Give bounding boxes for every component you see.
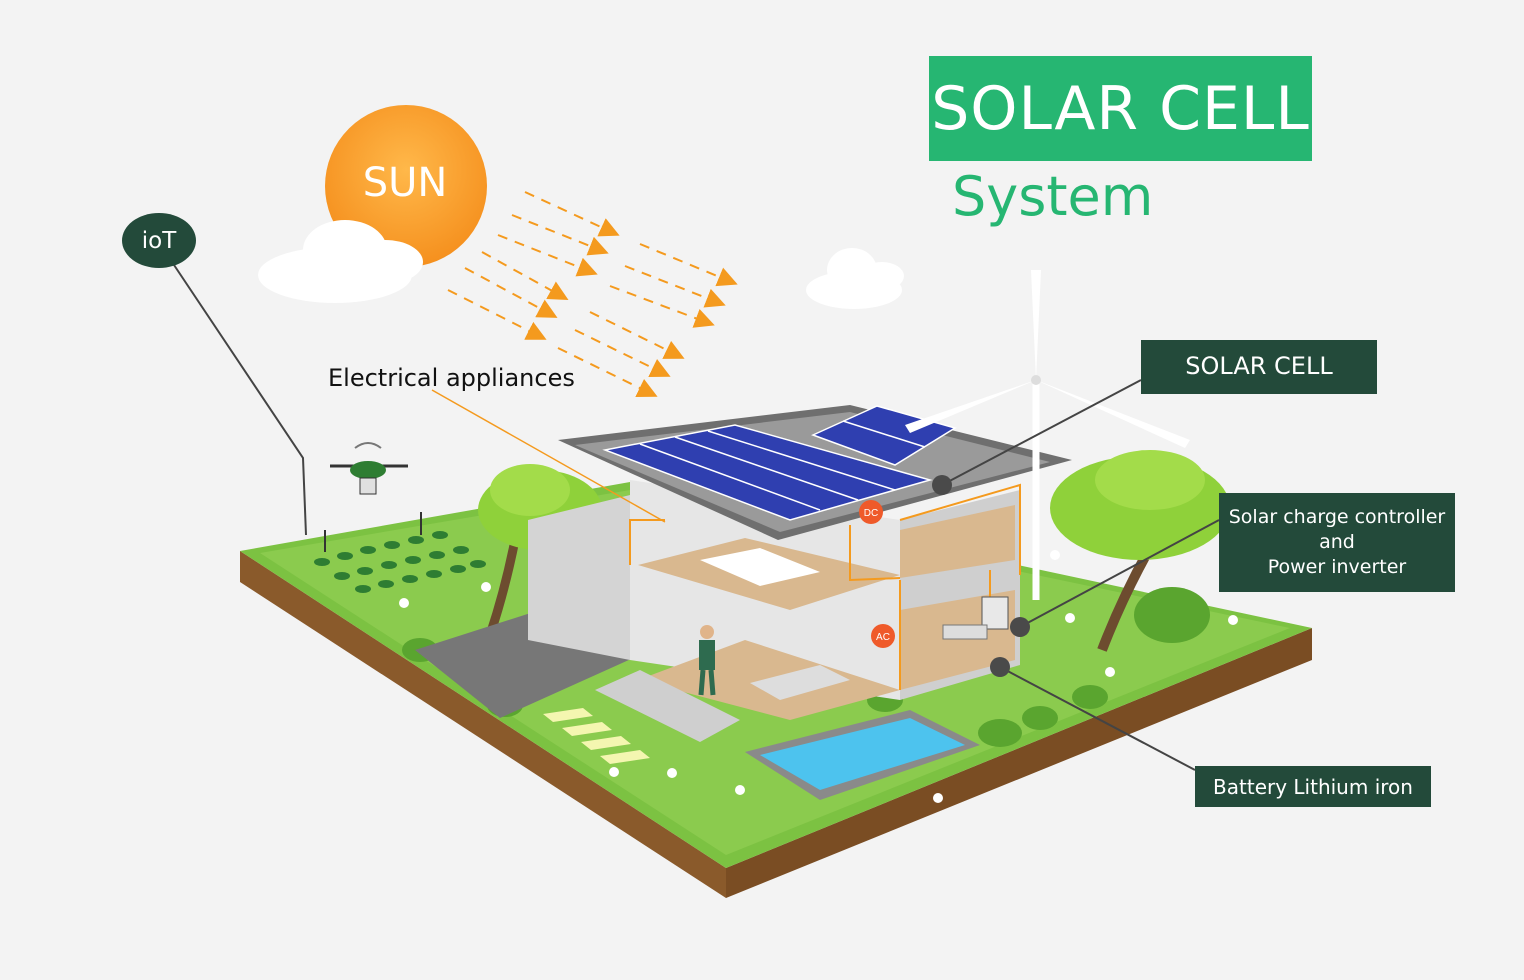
cloud-icon — [258, 220, 423, 303]
callout-lines — [171, 261, 1220, 771]
cloud-icon — [806, 248, 904, 309]
dc-badge: DC — [859, 500, 883, 524]
controller-label-line: and — [1319, 531, 1355, 554]
electrical-appliances-label: Electrical appliances — [328, 364, 575, 392]
person-icon — [698, 625, 716, 696]
svg-text:AC: AC — [876, 632, 890, 643]
battery-label: Battery Lithium iron — [1195, 766, 1431, 807]
controller-label-line: Solar charge controller — [1228, 506, 1446, 529]
sun-ray-arrows — [447, 191, 738, 397]
drone-icon — [330, 442, 408, 495]
sprinkler-icon — [324, 512, 422, 552]
wind-turbine-icon — [905, 270, 1190, 600]
svg-text:DC: DC — [864, 508, 878, 519]
solar-cell-label: SOLAR CELL — [1141, 340, 1377, 394]
inverter-box — [981, 596, 1009, 630]
appliance-leader-line — [431, 389, 666, 523]
page-title: SOLAR CELL — [929, 56, 1312, 161]
crop-field — [314, 531, 486, 593]
battery-icon — [942, 624, 988, 640]
controller-label: Solar charge controller and Power invert… — [1219, 493, 1455, 592]
callout-dots — [932, 475, 1030, 677]
stepping-stones — [543, 708, 650, 764]
sun-label: SUN — [362, 160, 448, 206]
page-subtitle: System — [952, 165, 1154, 228]
controller-label-line: Power inverter — [1267, 555, 1407, 578]
pool — [745, 710, 980, 800]
ac-badge: AC — [871, 624, 895, 648]
tree-icon — [1050, 450, 1230, 652]
iot-label: ioT — [122, 213, 196, 268]
garden-lights — [399, 550, 1238, 803]
